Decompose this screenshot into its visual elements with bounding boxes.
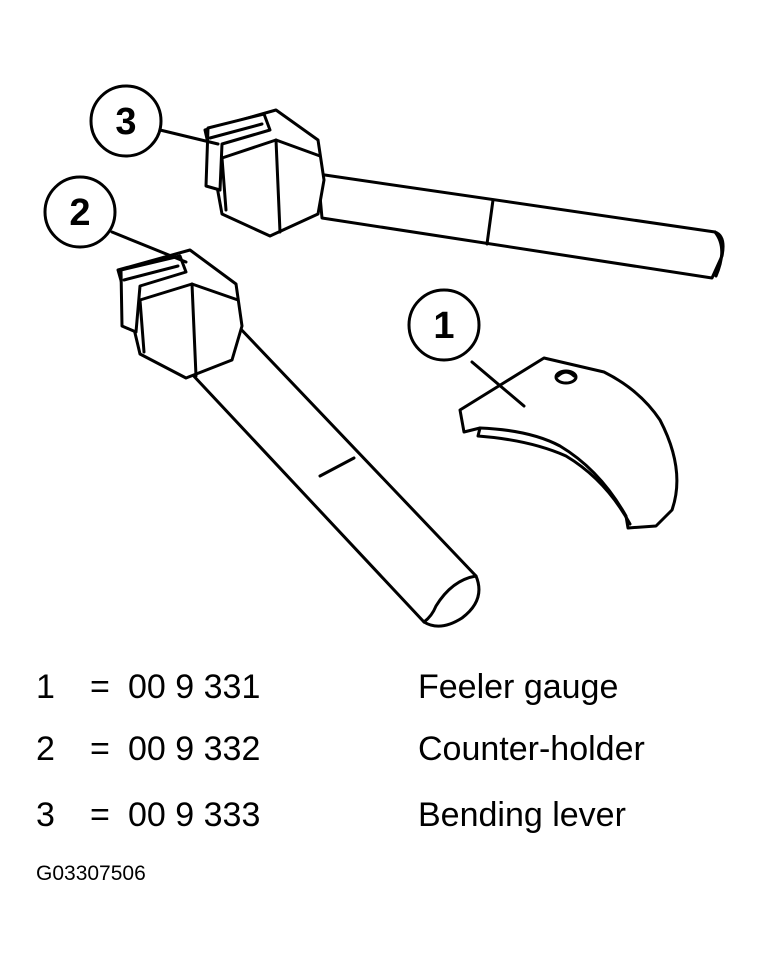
callout-circle-3 — [89, 84, 163, 158]
callout-circle-2 — [43, 175, 117, 249]
callout-circle-1 — [407, 288, 481, 362]
feeler-gauge-tool — [458, 356, 679, 530]
leader-line-2 — [110, 230, 188, 264]
leader-line-1 — [470, 360, 526, 408]
leader-line-3 — [158, 128, 220, 146]
callout-label-3: 3 — [115, 101, 136, 143]
callout-label-1: 1 — [433, 305, 454, 347]
bending-lever-tool — [203, 108, 725, 280]
counter-holder-tool — [116, 248, 481, 628]
callout-label-2: 2 — [69, 192, 90, 234]
